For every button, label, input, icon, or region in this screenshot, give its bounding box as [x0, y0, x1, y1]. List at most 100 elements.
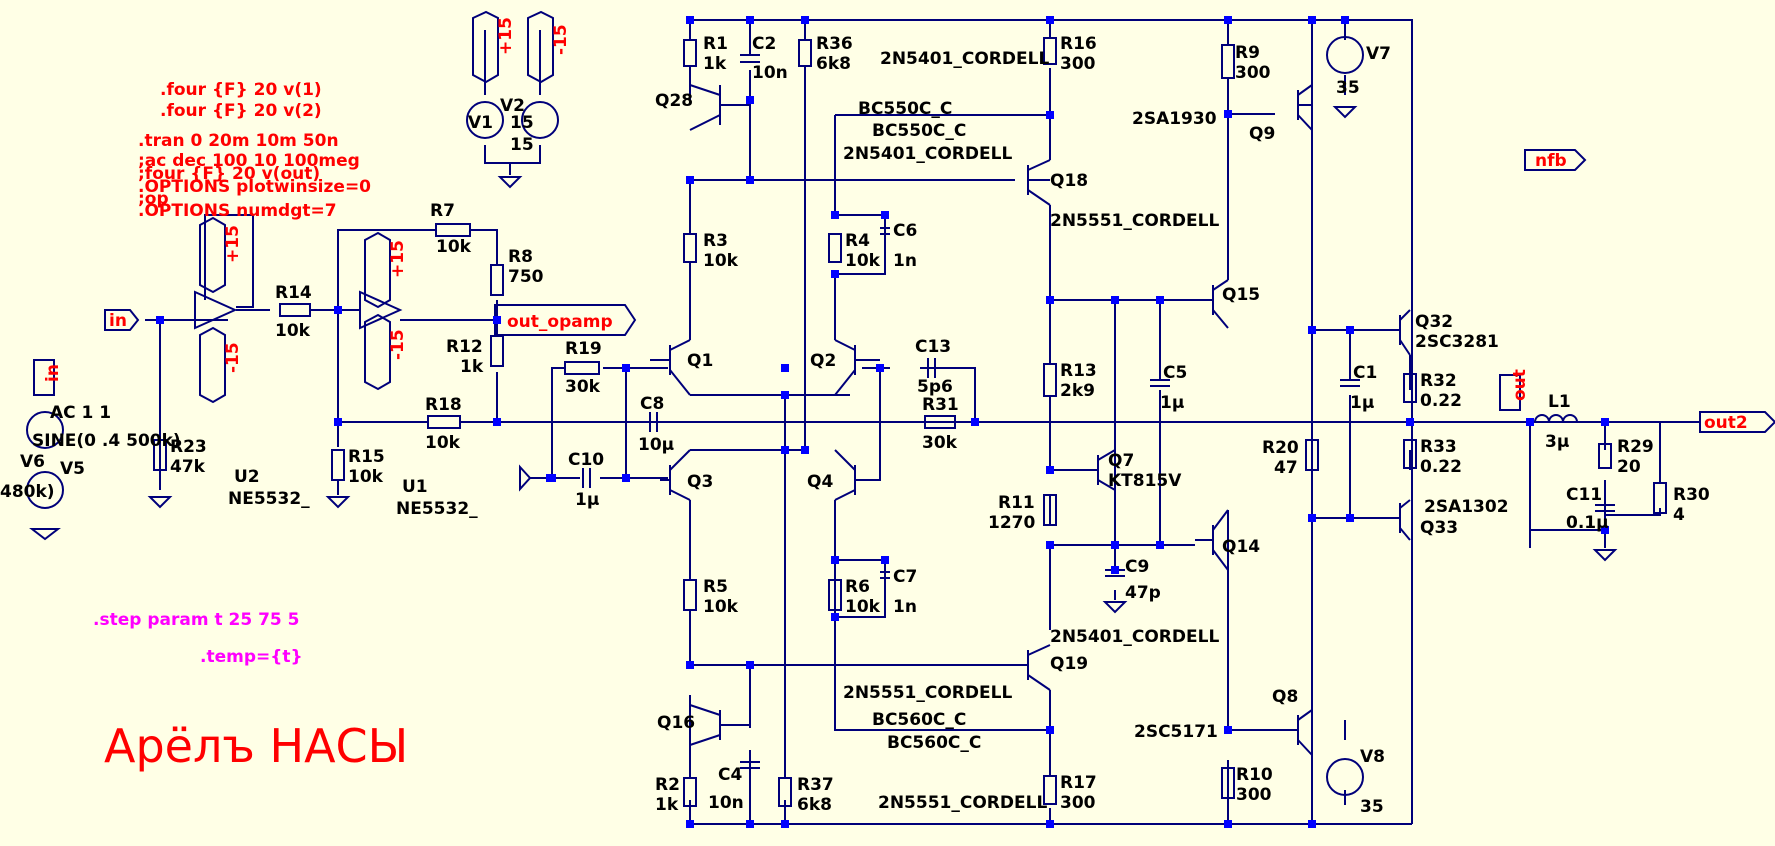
net-label-p15-b: +15: [223, 225, 243, 263]
directive-0: .four {F} 20 v(1): [160, 80, 322, 100]
r10-name: R10: [1236, 765, 1273, 785]
junction-dot: [1308, 16, 1316, 24]
junction-dot: [156, 316, 164, 324]
r19-value: 30k: [565, 377, 601, 397]
junction-dot: [746, 661, 754, 669]
junction-dot: [1341, 16, 1349, 24]
junction-dot: [746, 96, 754, 104]
junction-dot: [831, 270, 839, 278]
r23-value: 47k: [170, 457, 206, 477]
q32-name: Q32: [1415, 312, 1453, 332]
junction-dot: [831, 211, 839, 219]
bc550-a: BC550C_C: [858, 99, 952, 119]
r30-value: 4: [1673, 505, 1685, 525]
junction-dot: [686, 176, 694, 184]
q33-name: Q33: [1420, 518, 1458, 538]
c13-value: 5p6: [917, 377, 953, 397]
junction-dot: [1224, 726, 1232, 734]
junction-dot: [1526, 418, 1534, 426]
r23-name: R23: [170, 437, 207, 457]
junction-dot: [1046, 726, 1054, 734]
q32-model: 2SC3281: [1415, 332, 1499, 352]
r29-value: 20: [1617, 457, 1641, 477]
v8-value: 35: [1360, 797, 1384, 817]
c6-name: C6: [893, 221, 917, 241]
q3-name: Q3: [687, 472, 713, 492]
r3-value: 10k: [703, 251, 739, 271]
junction-dot: [831, 556, 839, 564]
q15-name: Q15: [1222, 285, 1260, 305]
junction-dot: [1046, 541, 1054, 549]
v5-ac: AC 1 1: [50, 403, 111, 423]
junction-dot: [1224, 820, 1232, 828]
r36-value: 6k8: [816, 54, 851, 74]
v2-name: V2: [500, 96, 525, 116]
q7-model: KT815V: [1108, 471, 1182, 491]
c1-value: 1µ: [1350, 393, 1374, 413]
junction-dot: [686, 820, 694, 828]
q28-name: Q28: [655, 91, 693, 111]
r5-value: 10k: [703, 597, 739, 617]
u2-model: NE5532_: [228, 489, 310, 509]
junction-dot: [801, 446, 809, 454]
c4-value: 10n: [708, 793, 744, 813]
q2-name: Q2: [810, 351, 836, 371]
junction-dot: [1224, 16, 1232, 24]
junction-dot: [1406, 418, 1414, 426]
v5-value: SINE(0 .4 500k): [32, 431, 181, 451]
q19-model2: 2N5551_CORDELL: [843, 683, 1012, 703]
temp-directive: .temp={t}: [200, 647, 303, 667]
r9-name: R9: [1235, 43, 1260, 63]
junction-dot: [1046, 820, 1054, 828]
v6-name: V6: [20, 452, 45, 472]
net-label-p15-c: +15: [388, 240, 408, 278]
v7-name: V7: [1366, 44, 1391, 64]
r6-name: R6: [845, 577, 870, 597]
v7-value: 35: [1336, 78, 1360, 98]
u1-model: NE5532_: [396, 499, 478, 519]
bc550-b: BC550C_C: [872, 121, 966, 141]
r18-name: R18: [425, 395, 462, 415]
c1-name: C1: [1353, 363, 1377, 383]
junction-dot: [1308, 820, 1316, 828]
q33-model: 2SA1302: [1424, 497, 1509, 517]
net-label-in-top: in: [43, 364, 63, 382]
directive-7: .OPTIONS numdgt=7: [138, 201, 337, 221]
directive-3: ;ac dec 100 10 100meg: [138, 151, 360, 171]
r9-value: 300: [1235, 63, 1271, 83]
junction-dot: [746, 176, 754, 184]
junction-dot: [493, 316, 501, 324]
junction-dot: [831, 613, 839, 621]
net-label-in-left: in: [109, 311, 127, 331]
r11-name: R11: [998, 493, 1035, 513]
c5-value: 1µ: [1160, 393, 1184, 413]
junction-dot: [493, 418, 501, 426]
junction-dot: [781, 391, 789, 399]
c10-value: 1µ: [575, 490, 599, 510]
r31-value: 30k: [922, 433, 958, 453]
r4-name: R4: [845, 231, 870, 251]
r5-name: R5: [703, 577, 728, 597]
c13-name: C13: [915, 337, 951, 357]
net-label-m15-b: -15: [223, 342, 243, 373]
directive-2: .tran 0 20m 10m 50n: [138, 131, 339, 151]
junction-dot: [781, 820, 789, 828]
r13-name: R13: [1060, 361, 1097, 381]
net-label-nfb: nfb: [1535, 151, 1567, 171]
r2-name: R2: [655, 775, 680, 795]
directive-1: .four {F} 20 v(2): [160, 101, 322, 121]
junction-dot: [1156, 541, 1164, 549]
r11-value: 1270: [988, 513, 1035, 533]
net-label-out2: out2: [1704, 413, 1748, 433]
r10-value: 300: [1236, 785, 1272, 805]
junction-dot: [1601, 418, 1609, 426]
net-label-out: out: [1510, 369, 1530, 401]
net-label-m15-a: -15: [551, 24, 571, 55]
q8-model: 2SC5171: [1134, 722, 1218, 742]
junction-dot: [1046, 296, 1054, 304]
q1-name: Q1: [687, 351, 713, 371]
u1-name: U1: [402, 477, 428, 497]
directive-4: ;four {F} 20 v(out): [138, 164, 320, 184]
junction-dot: [801, 16, 809, 24]
r6-value: 10k: [845, 597, 881, 617]
